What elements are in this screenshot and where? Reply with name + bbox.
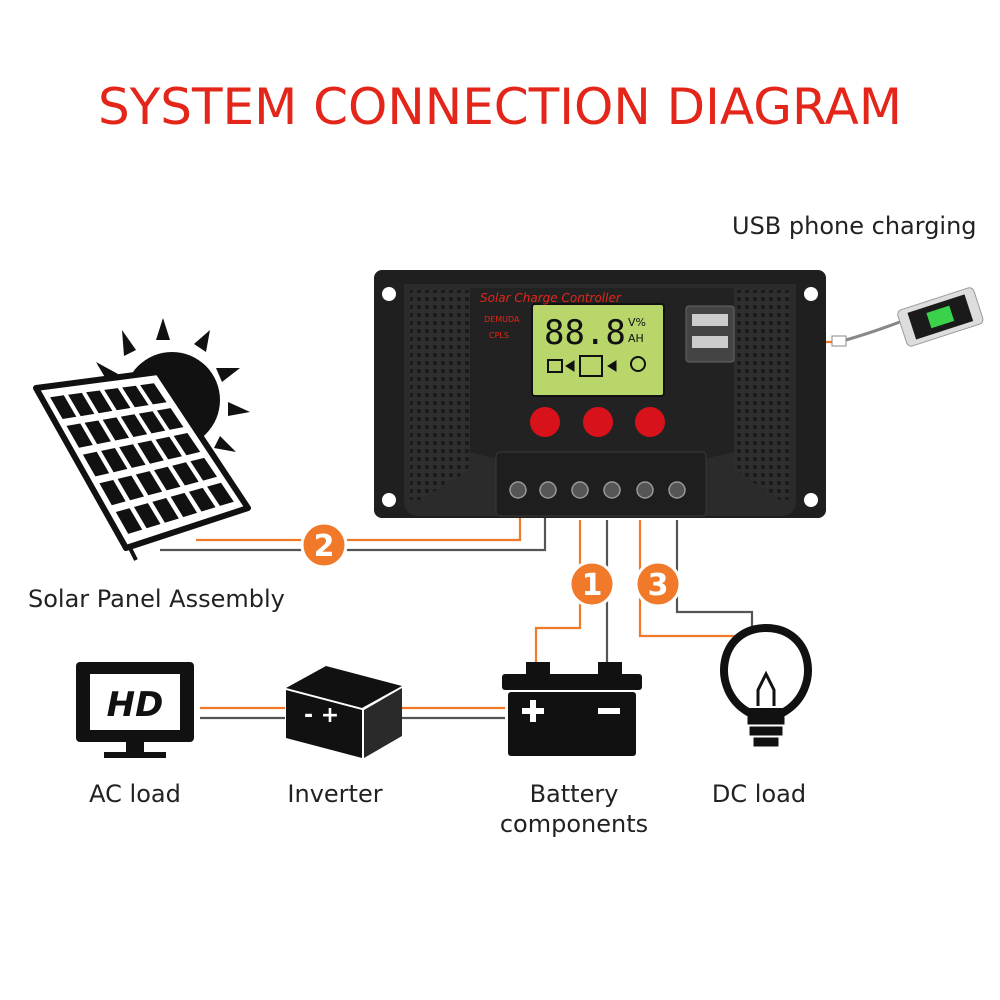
page-title: SYSTEM CONNECTION DIAGRAM xyxy=(97,78,903,136)
button-left[interactable] xyxy=(530,407,560,437)
solar-cell xyxy=(155,436,182,460)
controller-buttons xyxy=(530,407,665,437)
lcd-unit-bottom: AH xyxy=(628,332,644,345)
usb-charging-label: USB phone charging xyxy=(732,212,977,240)
solar-cell xyxy=(86,390,113,414)
step-badge-load: 3 xyxy=(634,560,682,608)
mount-hole-top-right xyxy=(804,287,818,301)
svg-text:- +: - + xyxy=(304,703,339,728)
solar-cell xyxy=(152,498,179,523)
controller-badge: CPLS xyxy=(489,331,509,340)
solar-wire-negative xyxy=(160,515,547,552)
solar-cell xyxy=(115,508,143,534)
solar-cell xyxy=(82,451,110,477)
solar-cell xyxy=(137,440,164,464)
solar-cell xyxy=(140,383,167,405)
solar-cell xyxy=(66,423,93,448)
inverter-label: Inverter xyxy=(287,780,383,808)
lcd-screen xyxy=(531,303,665,397)
ac-load-label: AC load xyxy=(89,780,181,808)
solar-cell xyxy=(207,482,234,506)
solar-cell xyxy=(156,408,184,430)
charge-controller xyxy=(374,270,826,518)
step-badge-solar: 2 xyxy=(300,521,348,569)
step-badge-battery: 1 xyxy=(568,560,616,608)
solar-cell xyxy=(138,411,166,434)
solar-cell xyxy=(84,420,111,445)
mount-hole-top-left xyxy=(382,287,396,301)
solar-cell xyxy=(104,388,131,411)
solar-cell xyxy=(172,462,199,486)
terminal-block xyxy=(495,451,707,517)
solar-cell xyxy=(135,471,163,496)
terminal-screws xyxy=(509,481,686,499)
svg-text:1: 1 xyxy=(582,568,603,603)
inverter-icon: - + xyxy=(286,666,402,758)
solar-cell xyxy=(117,475,144,501)
svg-text:3: 3 xyxy=(648,568,669,603)
solar-cell xyxy=(122,385,149,408)
solar-cell xyxy=(190,457,217,481)
button-middle[interactable] xyxy=(583,407,613,437)
svg-text:2: 2 xyxy=(314,529,335,564)
lcd-unit-top: V% xyxy=(628,316,646,329)
phone-icon xyxy=(831,287,984,347)
battery-label-line1: Battery xyxy=(529,780,619,808)
solar-cell xyxy=(173,433,201,456)
solar-cell xyxy=(102,417,129,441)
solar-wire-positive xyxy=(196,515,522,542)
solar-cell xyxy=(134,503,161,529)
dc-load-label: DC load xyxy=(711,780,807,808)
solar-cell xyxy=(120,414,148,437)
bulb-icon xyxy=(720,623,812,747)
battery-icon xyxy=(502,662,642,756)
solar-panel-label: Solar Panel Assembly xyxy=(28,585,285,613)
solar-cell xyxy=(170,492,198,518)
button-right[interactable] xyxy=(635,407,665,437)
solar-cell xyxy=(119,444,146,468)
battery-label-line2: components xyxy=(499,810,649,838)
solar-panel-icon xyxy=(33,369,251,561)
solar-cell xyxy=(188,487,216,512)
mount-hole-bottom-left xyxy=(382,493,396,507)
solar-cell xyxy=(50,395,77,419)
lcd-value: 88.8 xyxy=(544,313,626,353)
lcd-flow-icons xyxy=(547,355,646,377)
solar-cell xyxy=(154,466,181,491)
solar-cell xyxy=(101,448,128,473)
solar-cell xyxy=(99,480,126,506)
tv-icon: HD xyxy=(76,662,194,758)
load-wire-negative xyxy=(675,520,754,640)
tv-label: HD xyxy=(107,685,164,725)
mount-hole-bottom-right xyxy=(804,493,818,507)
controller-brand: DEMUDA xyxy=(484,315,520,324)
solar-cell xyxy=(68,392,95,417)
controller-name: Solar Charge Controller xyxy=(480,291,622,305)
